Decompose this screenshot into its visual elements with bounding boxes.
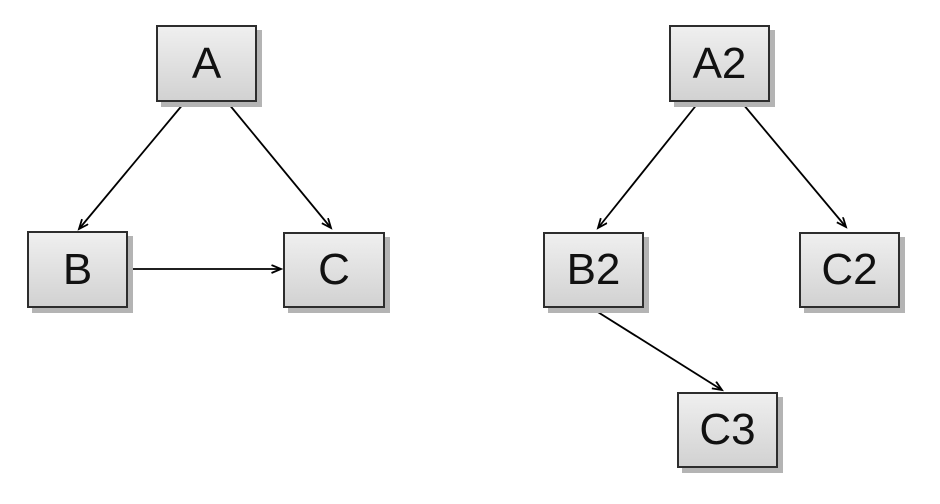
node-label: B [62, 244, 93, 294]
edge-A-to-B[interactable] [79, 102, 185, 229]
node-A2[interactable]: A2 [669, 25, 770, 102]
node-B2[interactable]: B2 [543, 232, 644, 308]
node-A[interactable]: A [156, 25, 257, 102]
node-label: B2 [566, 245, 621, 294]
node-label: C [318, 245, 350, 294]
edge-B2-to-C3[interactable] [592, 308, 722, 390]
node-label: A2 [692, 38, 747, 88]
node-label: A [191, 38, 222, 88]
node-C[interactable]: C [283, 232, 385, 308]
node-label: C2 [821, 245, 878, 294]
node-C3[interactable]: C3 [677, 392, 778, 468]
node-C2[interactable]: C2 [799, 232, 900, 308]
node-label: C3 [699, 405, 756, 454]
edge-A-to-C[interactable] [227, 102, 331, 228]
node-B[interactable]: B [27, 231, 128, 308]
edge-A2-to-C2[interactable] [742, 103, 846, 227]
edge-A2-to-B2[interactable] [598, 102, 699, 228]
